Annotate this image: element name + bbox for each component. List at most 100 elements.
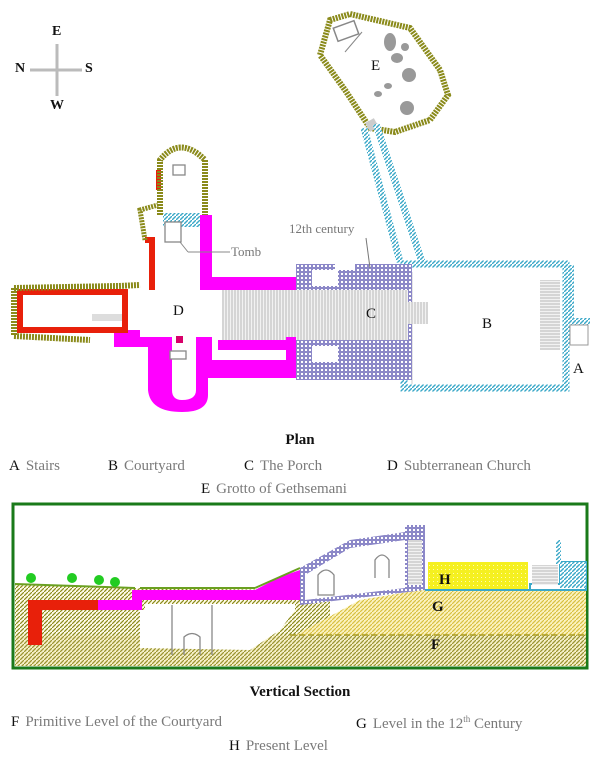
rock-outline	[137, 202, 159, 241]
porch-niche	[312, 270, 338, 286]
tomb	[164, 221, 182, 243]
legend-key: G	[356, 716, 367, 732]
level-g-layer	[290, 590, 586, 638]
legend-key: F	[11, 714, 20, 730]
passage-wall-right	[372, 122, 426, 264]
altar	[169, 350, 187, 360]
tomb-pointer	[179, 241, 189, 253]
tree-icon	[67, 573, 77, 583]
porch-arch	[374, 554, 390, 578]
legend-key: D	[387, 458, 398, 474]
compass-south-label: S	[85, 61, 93, 76]
grotto-stone	[391, 53, 403, 63]
crusader-section-roof	[98, 600, 140, 610]
courtyard-stairs	[540, 280, 560, 350]
section-title: Vertical Section	[249, 684, 351, 700]
compass-west-label: W	[50, 98, 64, 113]
legend-text: The Porch	[260, 458, 323, 474]
early-wall	[145, 237, 155, 290]
legend-text: Level in the 12th Century	[372, 714, 522, 732]
section-arch	[183, 632, 201, 655]
grotto-stone	[384, 83, 392, 89]
grotto-stone	[400, 101, 414, 115]
level-f-layer	[15, 635, 586, 666]
rock-outline	[11, 288, 91, 343]
legend-text-part: Level in the 12	[372, 716, 464, 732]
area-label-a: A	[573, 361, 584, 377]
rock-outline	[13, 282, 141, 291]
tree-icon	[110, 577, 120, 587]
legend-text: Courtyard	[124, 458, 185, 474]
rock-outline-north	[157, 144, 208, 215]
legend-key: B	[108, 458, 119, 474]
legend-key: E	[201, 481, 211, 497]
ground-line	[14, 583, 136, 589]
section-church-pillars	[171, 605, 213, 655]
legend-item-e: E Grotto of Gethsemani	[201, 481, 347, 498]
vertical-section	[14, 525, 587, 666]
early-wall-nave	[17, 289, 128, 333]
crusader-wall	[200, 215, 296, 290]
grotto-passage	[360, 122, 426, 264]
courtyard-section-fill	[560, 562, 586, 588]
church-stairs	[222, 290, 304, 340]
legend-key: H	[229, 738, 240, 754]
grotto-of-gethsemani	[316, 10, 452, 136]
grotto-stone	[401, 43, 409, 51]
grotto-stone	[384, 33, 396, 51]
legend-text: Subterranean Church	[403, 458, 531, 474]
altar	[172, 164, 186, 176]
grotto-feature	[332, 19, 360, 43]
plan-title: Plan	[285, 432, 315, 448]
section-church-hollow	[55, 604, 295, 650]
level-label-h: H	[439, 572, 451, 588]
legend-text: Stairs	[25, 458, 61, 474]
porch-stairs	[300, 290, 408, 340]
area-label-d: D	[173, 303, 184, 319]
century-pointer	[365, 237, 371, 269]
level-h-layer	[428, 562, 528, 590]
subterranean-church	[11, 144, 296, 412]
twelfth-century-annotation: 12th century	[289, 221, 355, 236]
grotto-stone	[402, 68, 416, 82]
ground-line	[254, 567, 301, 589]
level-label-g: G	[432, 599, 444, 615]
crusader-wall	[286, 337, 296, 367]
grotto-stone	[374, 91, 382, 97]
level-label-f: F	[431, 637, 441, 653]
stair-wall	[566, 265, 574, 320]
crusader-section-wall	[132, 590, 142, 610]
legend-item-b: B Courtyard	[108, 458, 185, 475]
porch-doorway-section	[408, 540, 422, 585]
stair-landing	[569, 324, 589, 346]
compass-rose	[30, 44, 82, 96]
legend-text: Grotto of Gethsemani	[216, 481, 347, 497]
legend-superscript: th	[463, 714, 471, 724]
area-label-e: E	[371, 58, 381, 74]
early-section-roof	[28, 600, 98, 610]
legend-key: A	[9, 458, 20, 474]
altar-marker	[176, 336, 183, 343]
legend-item-d: D Subterranean Church	[387, 458, 531, 475]
courtyard-section-stairs	[532, 565, 558, 585]
early-section-wall	[28, 600, 42, 645]
crusader-section-vault	[140, 570, 300, 600]
church-steps	[92, 314, 122, 321]
courtyard-section-wall	[556, 540, 561, 564]
crusader-wall-apse	[114, 330, 296, 412]
porch-arch	[317, 569, 335, 596]
compass-north-label: N	[15, 61, 26, 76]
grotto-line	[344, 31, 363, 53]
area-label-c: C	[366, 306, 377, 322]
passage-wall-left	[360, 127, 404, 263]
legend-item-g: G Level in the 12th Century	[356, 714, 522, 733]
porch-doorway	[404, 302, 428, 324]
tomb-annotation: Tomb	[231, 244, 262, 259]
grotto-rock-outline	[316, 10, 452, 136]
tree-icon	[94, 575, 104, 585]
area-label-b: B	[482, 316, 493, 332]
